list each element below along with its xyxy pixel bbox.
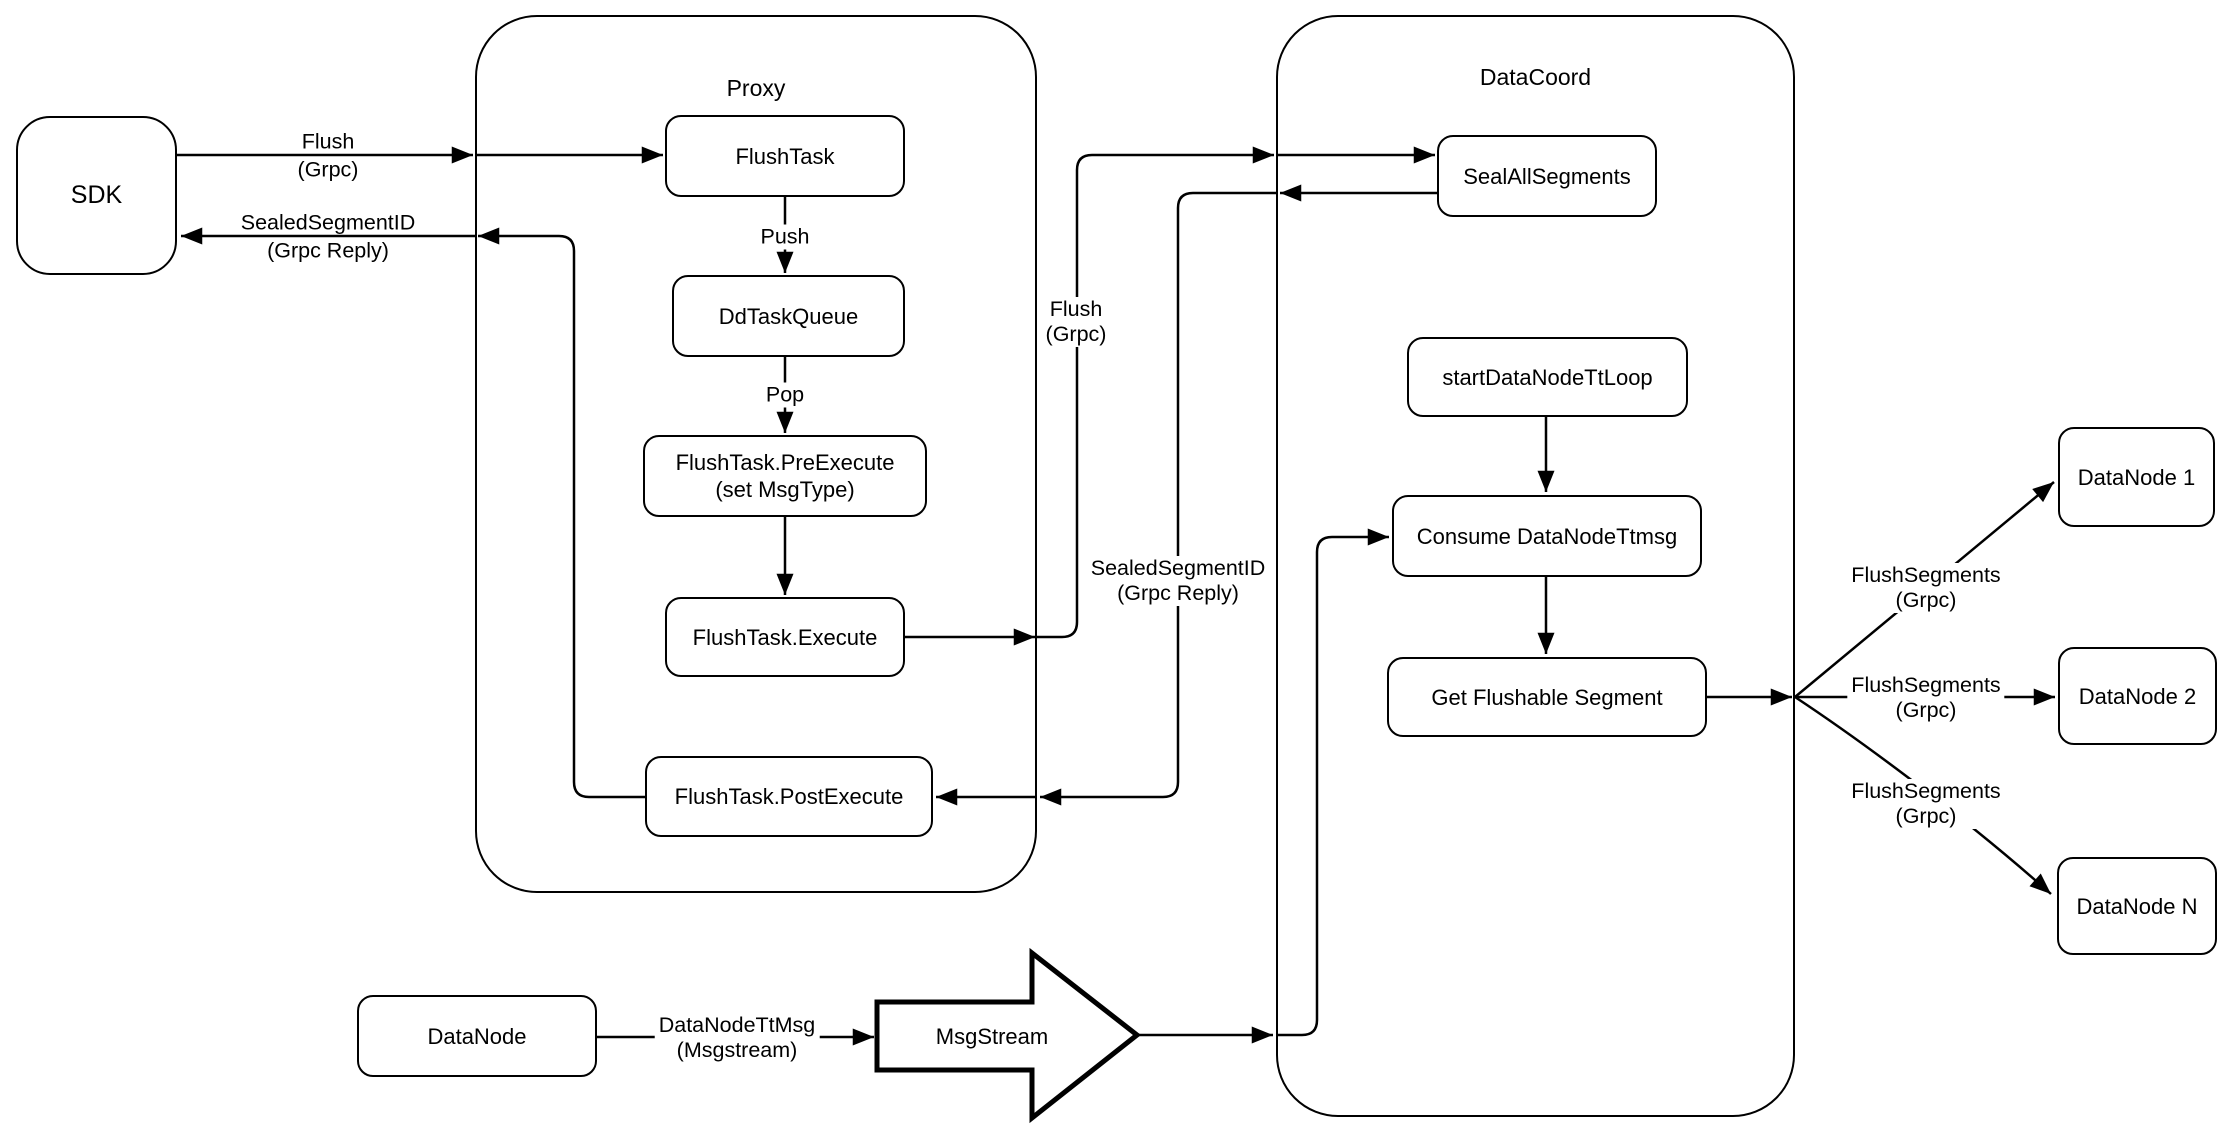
edge-label-flush-sdk-line1: Flush	[301, 129, 355, 154]
node-execute-label: FlushTask.Execute	[692, 624, 878, 650]
edge-label-datanodettmsg-line1: DataNodeTtMsg	[658, 1013, 816, 1037]
node-datanoden-label: DataNode N	[2076, 893, 2198, 919]
node-postexecute: FlushTask.PostExecute	[645, 756, 933, 837]
node-ddtaskqueue: DdTaskQueue	[672, 275, 905, 357]
node-postexecute-label: FlushTask.PostExecute	[674, 784, 904, 809]
node-preexecute-label-line1: FlushTask.PreExecute	[675, 450, 895, 475]
node-datanode2-label: DataNode 2	[2078, 683, 2197, 709]
node-preexecute: FlushTask.PreExecute (set MsgType)	[643, 435, 927, 517]
datacoord-container-title: DataCoord	[1479, 64, 1592, 90]
node-datanoden: DataNode N	[2057, 857, 2217, 955]
node-flushtask-label: FlushTask	[735, 143, 835, 169]
edge-label-flushsegments-3-line1: FlushSegments	[1851, 779, 2001, 803]
node-startdatanodettloop: startDataNodeTtLoop	[1407, 337, 1688, 417]
node-consumedatanodettmsg-label: Consume DataNodeTtmsg	[1416, 523, 1678, 549]
node-ddtaskqueue-label: DdTaskQueue	[718, 303, 859, 329]
edge-label-datanodettmsg: DataNodeTtMsg (Msgstream)	[654, 1013, 820, 1063]
edge-label-sealed-mid-line1: SealedSegmentID	[1090, 556, 1266, 580]
edge-label-flushsegments-3: FlushSegments (Grpc)	[1847, 779, 2005, 829]
edge-label-sealed-sdk-line2: (Grpc Reply)	[267, 238, 389, 263]
node-flushtask: FlushTask	[665, 115, 905, 197]
node-sealallsegments-label: SealAllSegments	[1463, 163, 1631, 189]
edge-label-sealed-mid: SealedSegmentID (Grpc Reply)	[1086, 556, 1270, 606]
node-sdk: SDK	[16, 116, 177, 275]
edge-label-flush-mid: Flush (Grpc)	[1041, 297, 1111, 347]
edge-label-flushsegments-3-line2: (Grpc)	[1895, 804, 1957, 828]
edge-label-push: Push	[756, 224, 814, 250]
edge-label-flushsegments-1: FlushSegments (Grpc)	[1847, 563, 2005, 613]
node-datanode2: DataNode 2	[2058, 647, 2217, 745]
node-datanode: DataNode	[357, 995, 597, 1077]
edge-label-flush-mid-line1: Flush	[1049, 297, 1103, 321]
msgstream-shape-label: MsgStream	[935, 1024, 1049, 1049]
edge-label-flush-sdk-line2: (Grpc)	[297, 157, 359, 182]
edge-label-sealed-sdk-line1: SealedSegmentID	[240, 210, 416, 235]
node-startdatanodettloop-label: startDataNodeTtLoop	[1442, 364, 1653, 390]
node-datanode1: DataNode 1	[2058, 427, 2215, 527]
edge-label-flush-mid-line2: (Grpc)	[1045, 322, 1107, 346]
edge-label-flushsegments-1-line1: FlushSegments	[1851, 563, 2001, 587]
edge-sealed-down-to-proxy	[1040, 191, 1277, 806]
node-datanode-label: DataNode	[427, 1023, 527, 1049]
node-datanode1-label: DataNode 1	[2077, 464, 2196, 490]
node-preexecute-label-line2: (set MsgType)	[715, 477, 855, 502]
node-sdk-label: SDK	[70, 181, 123, 209]
edge-label-sealed-mid-line2: (Grpc Reply)	[1117, 581, 1239, 605]
node-sealallsegments: SealAllSegments	[1437, 135, 1657, 217]
edge-label-flushsegments-2-line1: FlushSegments	[1851, 673, 2001, 697]
edge-label-flushsegments-1-line2: (Grpc)	[1895, 588, 1957, 612]
edge-label-datanodettmsg-line2: (Msgstream)	[676, 1038, 798, 1062]
edge-label-flushsegments-2: FlushSegments (Grpc)	[1847, 673, 2005, 723]
node-getflushablesegment: Get Flushable Segment	[1387, 657, 1707, 737]
proxy-container-title: Proxy	[726, 75, 786, 101]
edge-label-pop: Pop	[761, 382, 809, 408]
edge-label-flushsegments-2-line2: (Grpc)	[1895, 698, 1957, 722]
node-execute: FlushTask.Execute	[665, 597, 905, 677]
node-getflushablesegment-label: Get Flushable Segment	[1431, 684, 1663, 710]
node-consumedatanodettmsg: Consume DataNodeTtmsg	[1392, 495, 1702, 577]
